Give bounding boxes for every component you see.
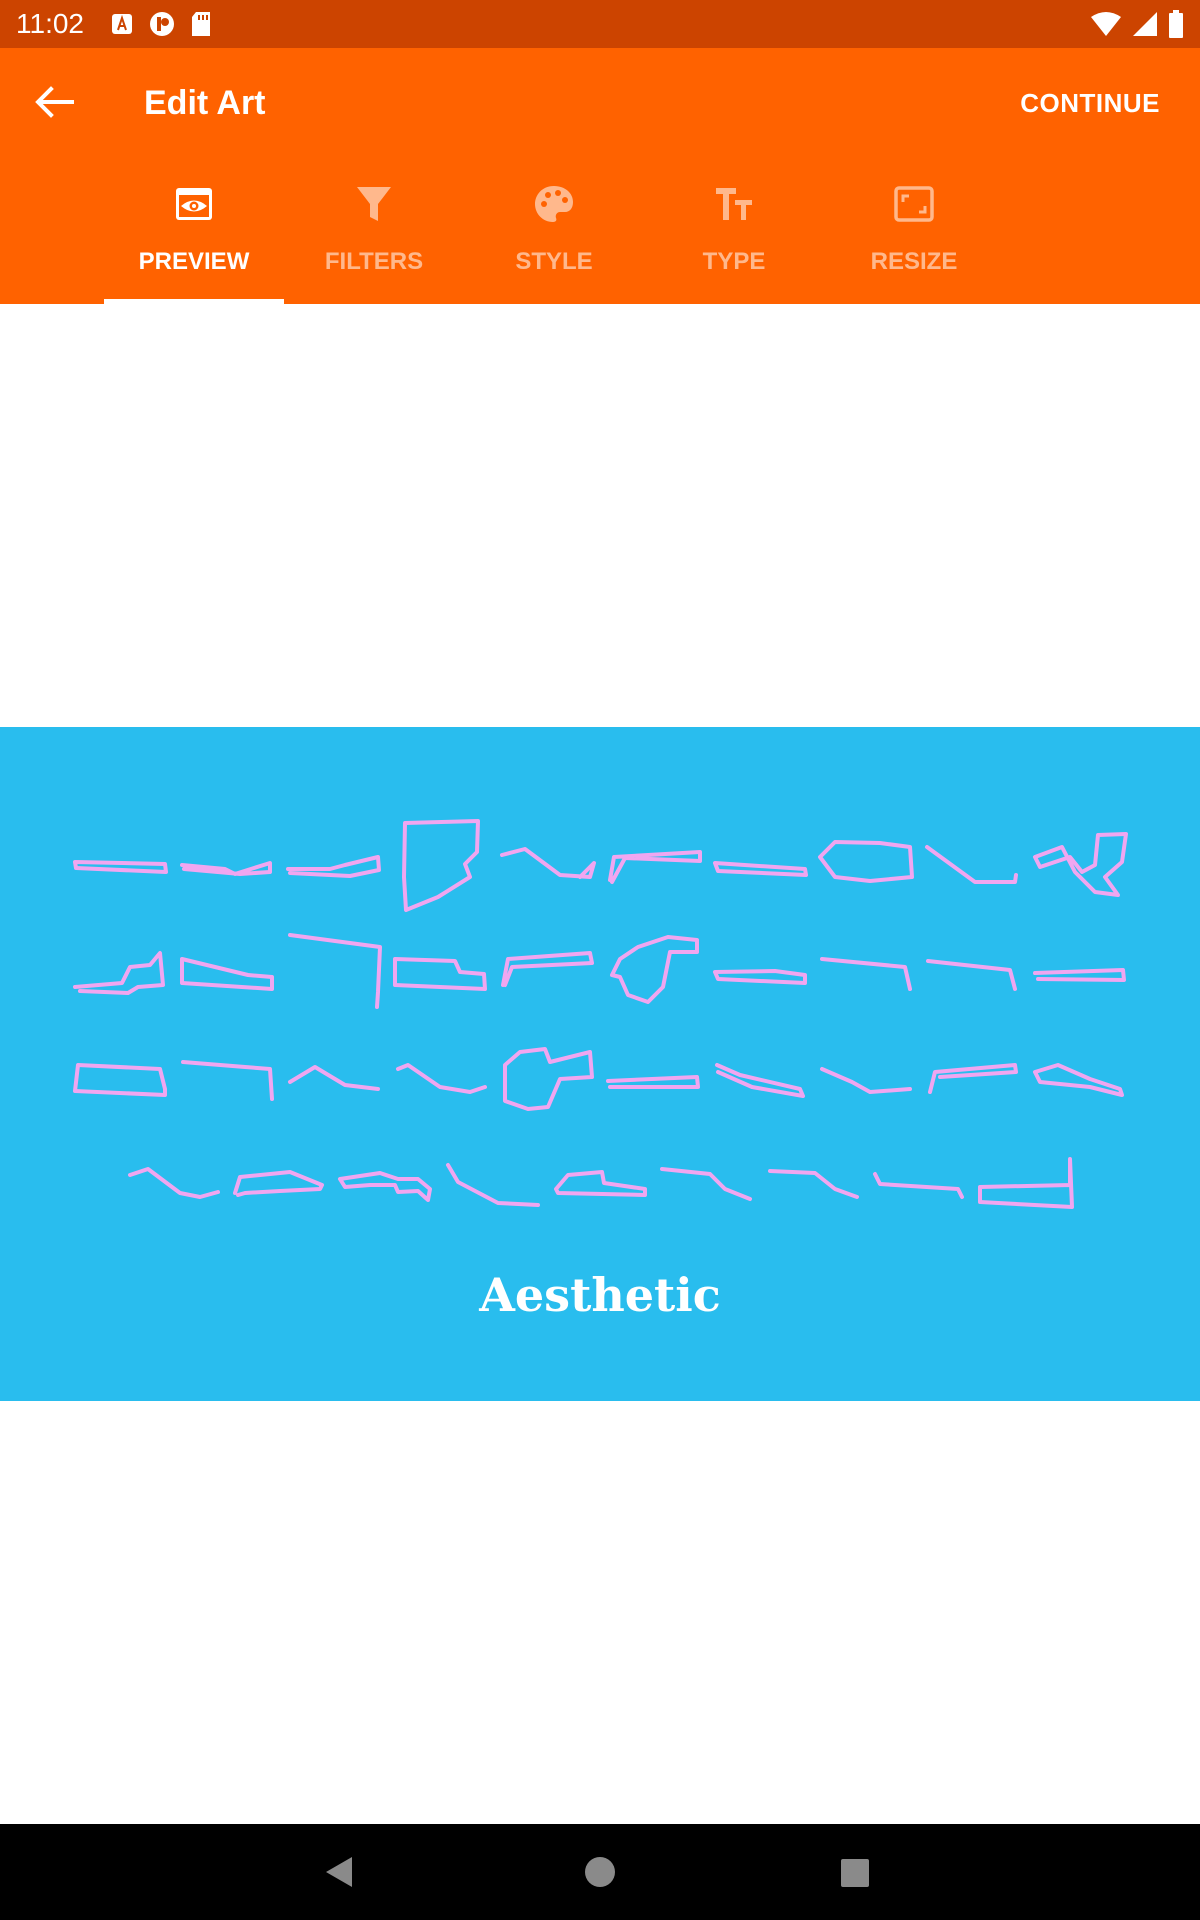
glyph	[128, 1167, 220, 1199]
tab-label: TYPE	[702, 248, 766, 275]
glyph	[818, 840, 914, 883]
glyph	[820, 957, 912, 991]
tab-style[interactable]: STYLE	[464, 178, 644, 304]
glyph	[180, 957, 274, 991]
tab-label: STYLE	[515, 248, 593, 275]
glyph	[925, 845, 1018, 884]
glyph	[233, 1170, 324, 1197]
glyph-art	[73, 819, 1128, 1209]
tab-label: RESIZE	[870, 248, 958, 275]
back-arrow-icon[interactable]	[34, 86, 74, 118]
eye-icon	[176, 188, 212, 220]
text-size-icon	[716, 188, 752, 220]
tab-bar: PREVIEW FILTERS STYLE TYPE	[104, 178, 1004, 304]
glyph	[396, 1063, 487, 1094]
sd-card-icon	[192, 12, 210, 36]
glyph	[715, 1063, 805, 1098]
app-bar: Edit Art CONTINUE PREVIEW FILTERS	[0, 48, 1200, 304]
tab-resize[interactable]: RESIZE	[824, 178, 1004, 304]
glyph	[73, 951, 165, 995]
glyph	[181, 1060, 274, 1101]
glyph	[1033, 968, 1126, 982]
glyph	[606, 1075, 700, 1089]
glyph	[338, 1171, 432, 1202]
glyph	[180, 861, 272, 876]
page-title: Edit Art	[144, 84, 266, 122]
glyph	[402, 819, 480, 912]
signal-icon	[1133, 12, 1157, 36]
glyph	[288, 1065, 380, 1091]
active-tab-indicator	[104, 299, 284, 304]
aspect-ratio-icon	[894, 186, 934, 222]
nav-back-icon[interactable]	[322, 1854, 358, 1890]
glyph	[660, 1167, 752, 1201]
glyph	[288, 933, 382, 1009]
tab-label: FILTERS	[324, 248, 424, 275]
status-time: 11:02	[16, 8, 84, 39]
tab-preview[interactable]: PREVIEW	[104, 178, 284, 304]
glyph	[713, 861, 808, 877]
tab-type[interactable]: TYPE	[644, 178, 824, 304]
glyph	[610, 935, 699, 1004]
filter-icon	[357, 187, 391, 221]
battery-icon	[1169, 10, 1183, 38]
glyph	[500, 847, 596, 879]
app-notification-icon	[150, 12, 174, 36]
glyph	[1033, 1063, 1124, 1097]
glyph	[554, 1170, 647, 1197]
glyph	[73, 1063, 167, 1097]
glyph	[768, 1169, 859, 1199]
nav-home-icon[interactable]	[584, 1856, 616, 1888]
wifi-icon	[1091, 12, 1121, 36]
art-caption: Aesthetic	[479, 1268, 721, 1322]
tab-label: PREVIEW	[138, 248, 250, 275]
glyph	[608, 850, 702, 884]
glyph	[286, 855, 381, 878]
glyph	[820, 1067, 912, 1094]
glyph	[928, 1063, 1018, 1094]
glyph	[446, 1163, 540, 1207]
glyph	[713, 969, 807, 985]
status-bar: 11:02	[0, 0, 1200, 48]
status-notification-icons	[110, 10, 212, 38]
status-system-icons	[1090, 10, 1184, 38]
app-notification-icon	[112, 14, 132, 34]
continue-button[interactable]: CONTINUE	[1020, 88, 1160, 118]
art-preview	[0, 727, 1200, 1401]
palette-icon	[535, 186, 573, 222]
glyph	[873, 1172, 964, 1199]
system-nav-bar	[0, 1824, 1200, 1920]
nav-recents-icon[interactable]	[840, 1858, 870, 1888]
tab-filters[interactable]: FILTERS	[284, 178, 464, 304]
glyph	[501, 951, 594, 987]
glyph	[73, 860, 168, 874]
glyph	[978, 1157, 1074, 1209]
glyph	[503, 1047, 594, 1111]
glyph	[393, 957, 487, 991]
glyph	[926, 959, 1017, 991]
glyph	[1033, 832, 1128, 897]
